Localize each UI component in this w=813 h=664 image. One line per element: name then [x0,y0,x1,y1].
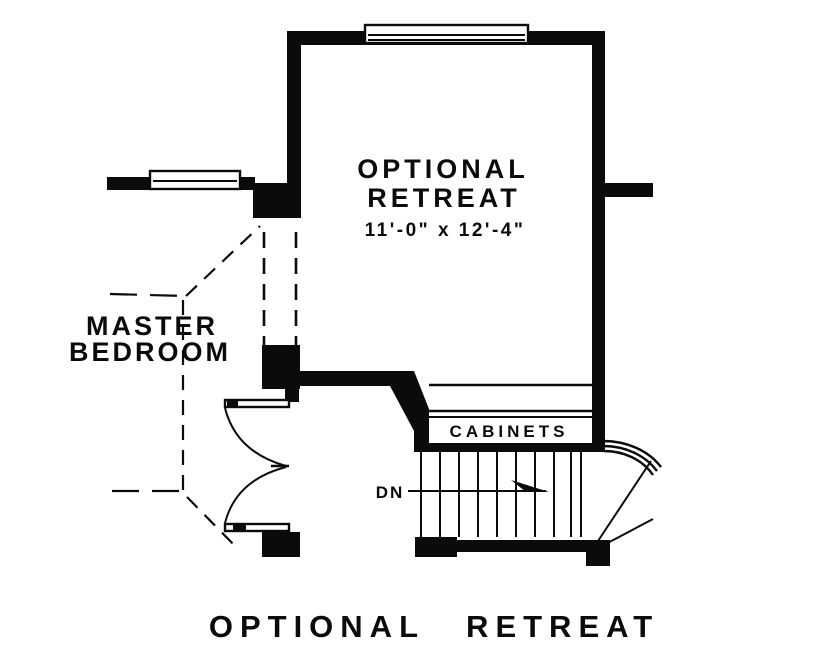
wall-block-door-bottom [262,532,300,557]
door-leaf-bottom-tick [233,525,246,530]
door-leaf-top-tick [227,401,238,406]
room-name-line2: RETREAT [367,183,521,213]
wall-stub-right [604,183,653,197]
room-name-line1: OPTIONAL [357,154,529,184]
double-door [223,398,291,533]
room-dimensions-label: 11'-0" x 12'-4" [365,220,526,241]
labels: OPTIONAL RETREAT 11'-0" x 12'-4" MASTER … [69,154,529,367]
master-bedroom-line2: BEDROOM [69,337,231,367]
wall-bar-stair-top [415,443,604,452]
door-leaf-bottom [223,522,291,533]
wall-block-stair-bottom-left [415,537,457,557]
door-swing-arc-bottom [224,466,287,524]
top-window-symbol [363,23,530,45]
cabinets: CABINETS [429,383,592,441]
door-leaf-top [223,398,291,409]
wall-segment-left-upper [287,43,301,218]
plan-title: OPTIONAL RETREAT [209,609,659,644]
door-swing-arc-top [224,407,287,467]
left-window-symbol [148,169,242,191]
winder-tread [601,518,654,547]
master-bedroom-line1: MASTER [86,311,218,341]
stairs-direction-label: DN [376,483,405,502]
winder-tread [597,460,652,542]
wall-corner-block [253,183,301,218]
wall-bar-stair-bottom [455,540,590,552]
windows [148,23,530,191]
ceiling-break-line [186,496,238,549]
wall-segment-angled [390,371,429,452]
wall-segment-right [592,31,605,451]
door-jamb-top [285,385,299,402]
staircase: DN [376,439,662,547]
down-arrow-icon [511,480,549,492]
dashed-lines [109,225,298,549]
ceiling-break-line [109,292,187,298]
wall-segment-bottom [290,371,397,386]
curved-rail [602,439,662,476]
cabinets-label: CABINETS [450,422,569,441]
ceiling-break-line [185,225,261,297]
